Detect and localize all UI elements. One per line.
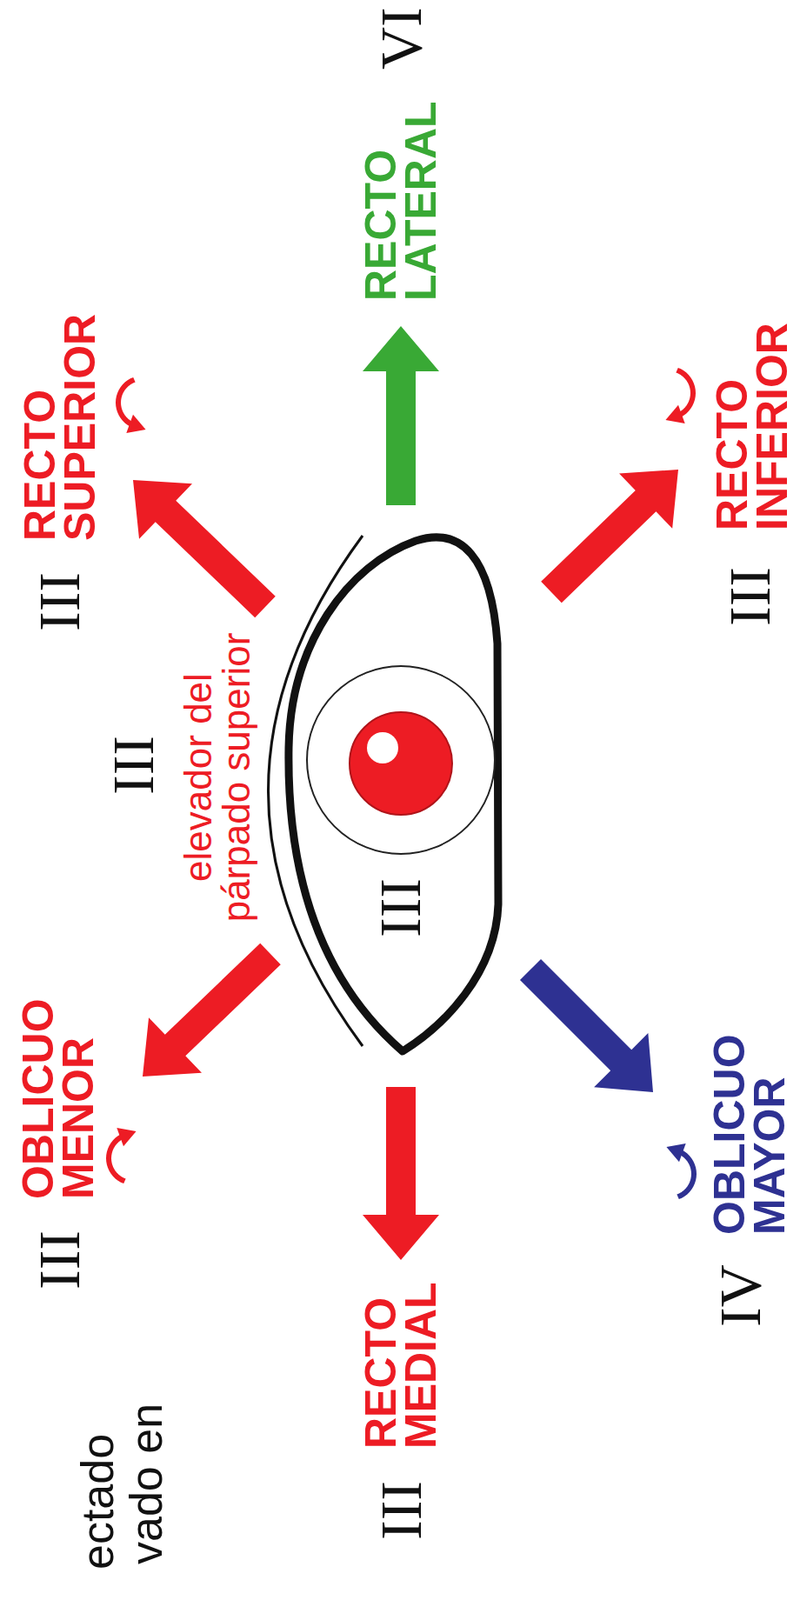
direction-arrow bbox=[362, 326, 440, 506]
muscle-name: OBLICUO MAYOR bbox=[709, 1033, 790, 1235]
iris-circle bbox=[306, 666, 495, 854]
rotation-arrow bbox=[665, 370, 694, 424]
eye-outline bbox=[288, 537, 499, 1052]
muscle-name: RECTO LATERAL bbox=[360, 100, 441, 301]
direction-arrow bbox=[540, 469, 679, 603]
nerve-numeral: III bbox=[103, 735, 163, 795]
nerve-numeral: III bbox=[29, 572, 89, 632]
rotation-arrow bbox=[118, 380, 147, 434]
nerve-numeral: III bbox=[371, 1480, 431, 1540]
arrow-group bbox=[108, 326, 694, 1260]
pupil-circle bbox=[349, 712, 453, 815]
direction-arrow bbox=[142, 943, 281, 1077]
direction-arrow bbox=[520, 959, 654, 1093]
muscle-name: elevador del párpado superior bbox=[179, 620, 256, 934]
nerve-numeral: VI bbox=[371, 6, 431, 70]
rotation-arrowhead bbox=[126, 414, 146, 434]
cut-text: vado en bbox=[122, 1403, 171, 1565]
muscle-name: RECTO MEDIAL bbox=[360, 1281, 441, 1449]
nerve-numeral: III bbox=[29, 1230, 89, 1290]
direction-arrow bbox=[133, 480, 276, 618]
muscle-name: RECTO INFERIOR bbox=[712, 322, 793, 531]
nerve-numeral: IV bbox=[710, 1264, 770, 1327]
rotation-arrowhead bbox=[666, 1143, 686, 1162]
nerve-numeral: III bbox=[720, 566, 780, 627]
nerve-numeral: III bbox=[370, 878, 430, 938]
cut-text: ectado bbox=[73, 1433, 122, 1570]
pupil-highlight bbox=[366, 732, 399, 764]
muscle-name: RECTO SUPERIOR bbox=[20, 313, 100, 541]
rotation-arrowhead bbox=[116, 1127, 136, 1147]
rotation-arrow bbox=[108, 1127, 137, 1181]
rotation-arrowhead bbox=[665, 405, 685, 424]
muscle-name: OBLICUO MENOR bbox=[18, 998, 99, 1200]
direction-arrow bbox=[362, 1086, 440, 1260]
rotation-arrow bbox=[666, 1143, 694, 1197]
